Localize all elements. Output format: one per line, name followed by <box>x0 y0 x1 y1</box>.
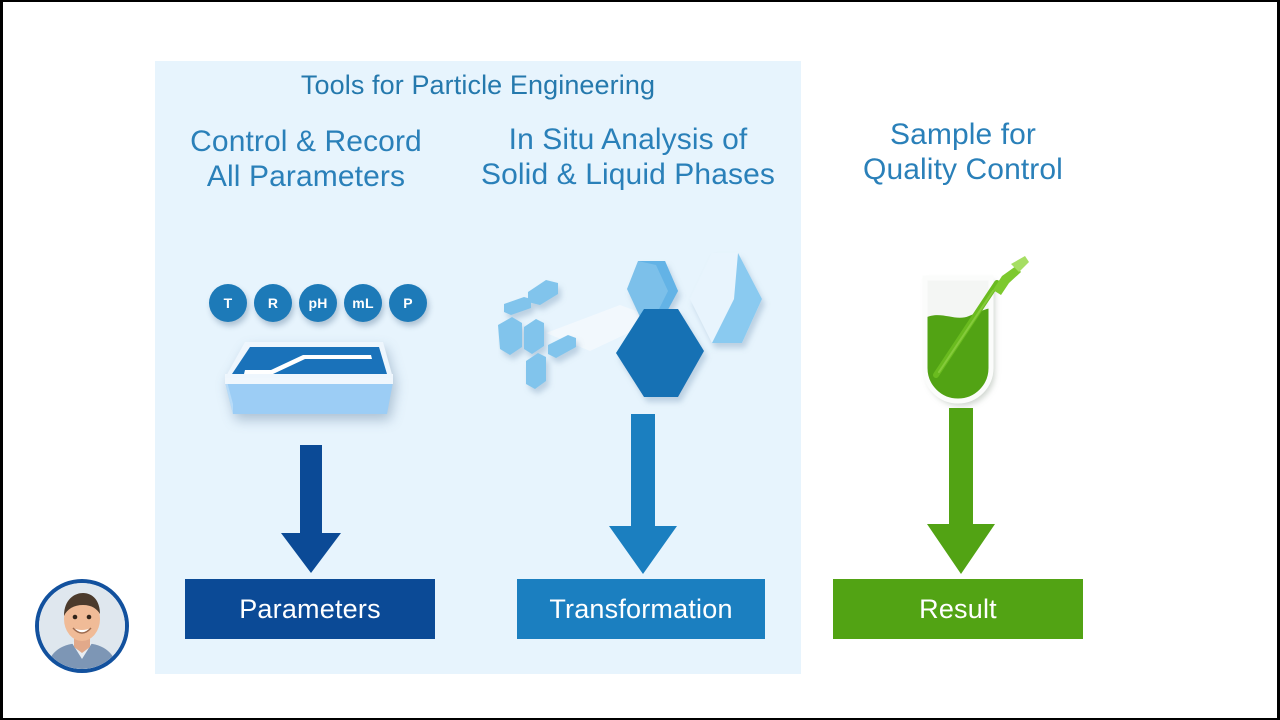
slide-title: Tools for Particle Engineering <box>300 70 656 100</box>
column-title-sample-quality-control: Sample for Quality Control <box>863 118 1063 187</box>
column-title-control-record: Control & Record All Parameters <box>190 125 422 194</box>
badge-volume: mL <box>344 284 382 322</box>
badge-pressure: P <box>389 284 427 322</box>
result-box-parameters[interactable]: Parameters <box>185 579 435 639</box>
down-arrow-icon-result <box>927 408 995 574</box>
down-arrow-icon-parameters <box>281 445 341 573</box>
badge-ph: pH <box>299 284 337 322</box>
result-box-result[interactable]: Result <box>833 579 1083 639</box>
presenter-avatar[interactable] <box>35 579 129 673</box>
down-arrow-icon-transformation <box>609 414 677 574</box>
badge-stirring-rate: R <box>254 284 292 322</box>
recorder-slab-icon <box>225 342 393 414</box>
parameter-badge-group: T R pH mL P <box>209 284 427 322</box>
sample-vial-pipette-icon <box>922 256 1029 404</box>
result-box-transformation[interactable]: Transformation <box>517 579 765 639</box>
presenter-photo <box>39 583 125 669</box>
column-title-in-situ-analysis: In Situ Analysis of Solid & Liquid Phase… <box>481 123 775 192</box>
badge-temperature: T <box>209 284 247 322</box>
crystal-particles-icon <box>498 253 762 397</box>
